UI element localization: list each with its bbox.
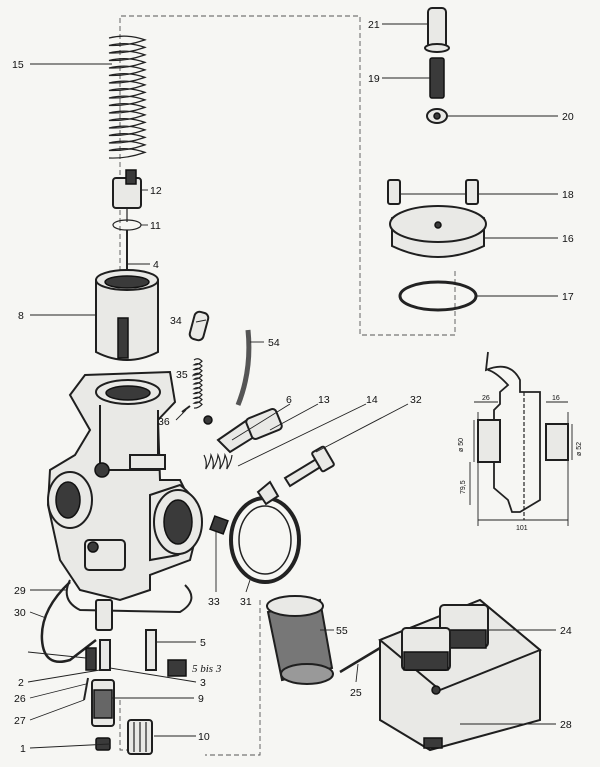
needle-clip-holder (112, 169, 142, 222)
dimension-labels: 26 16 ø 50 ø 52 79,5 101 (458, 395, 583, 532)
dimension-profile (469, 351, 573, 526)
callout-8: 8 (18, 310, 24, 322)
dim-101: 101 (516, 525, 528, 532)
callout-25: 25 (350, 687, 362, 699)
throttle-spring (108, 35, 147, 159)
dim-52: ø 52 (576, 442, 583, 456)
cable-adjuster (424, 7, 450, 124)
callout-18: 18 (562, 189, 574, 201)
dim-50: ø 50 (458, 438, 465, 452)
pilot-jet (145, 629, 187, 677)
throttle-slide (95, 269, 159, 361)
filter-screen (127, 719, 153, 755)
callout-24: 24 (560, 625, 572, 637)
callout-16: 16 (562, 233, 574, 245)
carburetor-body (46, 370, 203, 614)
callout-30: 30 (14, 607, 26, 619)
callout-17: 17 (562, 291, 574, 303)
callout-32: 32 (410, 394, 422, 406)
callout-5: 5 (200, 637, 206, 649)
callout-14: 14 (366, 394, 378, 406)
callout-12: 12 (150, 185, 162, 197)
top-cover (389, 205, 487, 258)
hose-clamp (229, 480, 301, 584)
overflow-tube (40, 581, 97, 663)
callout-19: 19 (368, 73, 380, 85)
handwritten-note: 5 bis 3 (192, 663, 222, 675)
callout-29: 29 (14, 585, 26, 597)
callout-6: 6 (286, 394, 292, 406)
callout-35: 35 (176, 369, 188, 381)
callout-34: 34 (170, 315, 182, 327)
callout-3: 3 (200, 677, 206, 689)
leader-lines (27, 23, 558, 749)
callout-55: 55 (336, 625, 348, 637)
idle-screw (181, 310, 210, 413)
jet-stack (83, 599, 115, 751)
callout-33: 33 (208, 596, 220, 608)
callout-2: 2 (18, 677, 24, 689)
callout-10: 10 (198, 731, 210, 743)
callout-1: 1 (20, 743, 26, 755)
callout-21: 21 (368, 19, 380, 31)
clamp-nut (209, 515, 229, 535)
intake-sleeve (266, 595, 334, 685)
callout-27: 27 (14, 715, 26, 727)
callout-28: 28 (560, 719, 572, 731)
callout-13: 13 (318, 394, 330, 406)
callout-54: 54 (268, 337, 280, 349)
callout-31: 31 (240, 596, 252, 608)
dim-26: 26 (482, 395, 490, 402)
cable-tube (235, 329, 252, 406)
callout-36: 36 (158, 416, 170, 428)
callout-4: 4 (153, 259, 159, 271)
callout-9: 9 (198, 693, 204, 705)
callout-26: 26 (14, 693, 26, 705)
callout-11: 11 (150, 220, 161, 232)
callout-15: 15 (12, 59, 24, 71)
dim-79-5: 79,5 (460, 480, 467, 494)
cover-screws (387, 179, 479, 205)
float-bowl (378, 598, 542, 752)
callout-20: 20 (562, 111, 574, 123)
dim-16: 16 (552, 395, 560, 402)
callout-numbers: 15 12 11 4 8 21 19 20 18 16 17 34 54 35 … (12, 19, 574, 755)
float-pin (339, 646, 381, 674)
cover-o-ring (398, 280, 478, 312)
clamp-bolt (283, 445, 335, 488)
mixture-screw (203, 408, 283, 470)
